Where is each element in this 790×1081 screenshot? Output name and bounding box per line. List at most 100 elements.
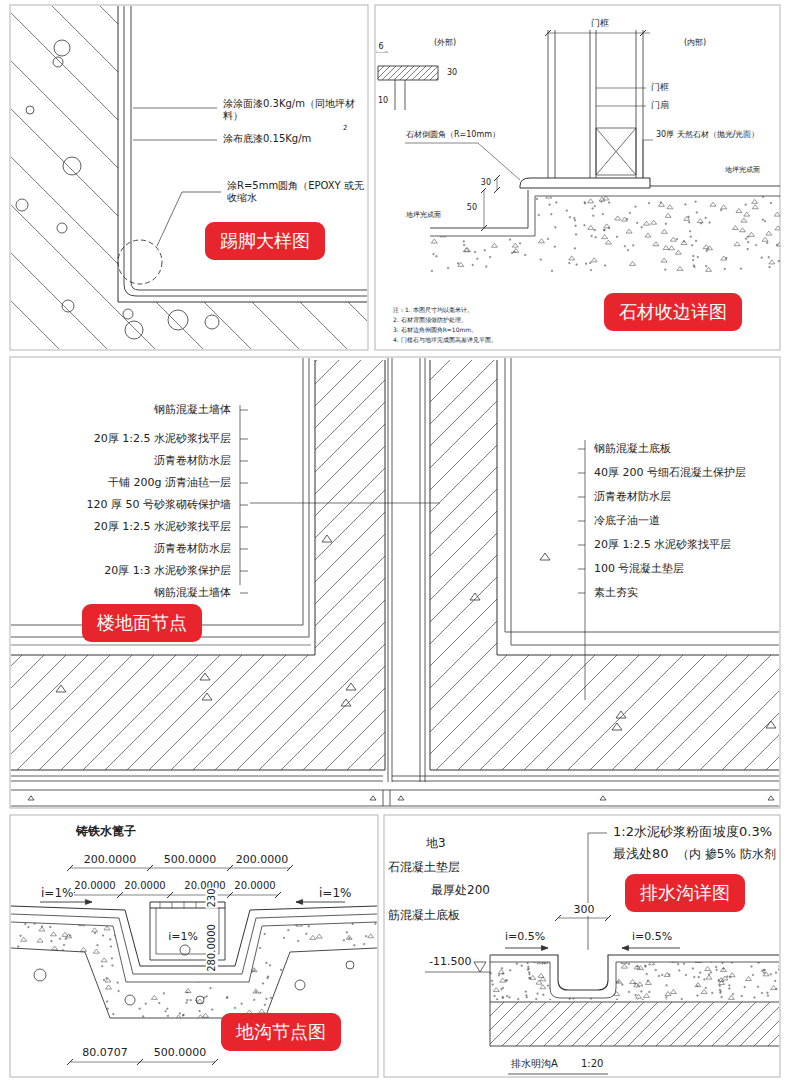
list-tick [240,549,248,550]
badge-text: 地沟节点图 [236,1021,326,1043]
cad-label: 注：1. 本图尺寸均以毫米计。 [392,306,474,313]
cad-label: 200.0000 [235,853,290,866]
floor-finish-line [430,190,528,228]
dimension-tick [545,30,551,36]
ditch-surface [490,955,779,990]
title-badge: 地沟节点图 [221,1013,341,1051]
aggregate-mark [322,535,332,542]
cad-label: 6 [377,42,384,52]
slope-arrow [296,902,345,903]
base-coat-line [124,6,367,296]
dimension-tick [167,892,173,898]
dimension-tick [640,30,646,36]
door-frame-line [555,30,556,178]
list-tick [240,593,248,594]
cad-label: 筋混凝土底板 [387,908,461,922]
concrete-dots [12,916,376,1020]
panel-frame [10,357,780,808]
cad-label: 钢筋混凝土墙体 [153,586,232,599]
dimension-tick [481,225,487,231]
title-badge: 石材收边详图 [604,293,742,331]
cad-label: 铸铁水篦子 [75,824,137,838]
aggregate-mark [766,721,776,728]
grating-slot [160,902,208,908]
cad-label: -11.500 [428,955,472,968]
concrete-hatch-group [0,358,781,770]
title-underline [508,1074,608,1075]
dimension-line [558,918,608,919]
cad-label: i=1% [167,930,199,943]
cad-label: 300 [573,903,596,916]
cad-label: 80.0707 [81,1046,129,1059]
aggregate-mark [616,711,626,718]
aggregate-mark [28,796,34,800]
list-tick [240,439,248,440]
cad-label: 20厚 1:3 水泥砂浆保护层 [103,564,232,577]
cad-label: 排水明沟A [510,1058,559,1070]
dimension-tick [67,1059,73,1065]
aggregate-mark [341,699,351,706]
cad-label: 地3 [425,836,447,850]
cad-label: 100 号混凝土垫层 [593,562,686,575]
detail-circle [118,240,162,284]
cad-label: 涂R=5mm圆角（EPOXY 或无收缩水 [226,180,366,204]
trench-layer [11,914,377,974]
drain-pipe [180,945,190,955]
wall-edge [118,6,367,302]
cad-label: 10 [377,96,389,106]
aggregate-mark [768,796,774,800]
cad-label: 石混凝土垫层 [387,860,461,874]
base-strip [11,790,779,806]
dimension-line [70,868,290,869]
leader-line [643,140,653,178]
aggregate-circle [54,40,70,56]
aggregate-circle [53,57,63,67]
aggregate-mark [398,796,404,800]
cad-label: 涂涂面漆0.3Kg/m（同地坪材料） [222,98,366,122]
aggregate-circle [62,300,74,312]
dimension-tick [605,915,611,921]
cad-label: 钢筋混凝土底板 [593,442,672,455]
leader-line [133,108,217,109]
dimension-line [484,190,485,228]
cad-label: 2 [342,124,348,132]
list-tick [578,521,585,522]
screed-dots [430,193,785,271]
cad-label: 3. 石材边角倒圆角R=10mm。 [392,326,478,333]
dimension-line [70,1062,215,1063]
badge-text: 排水沟详图 [640,882,730,904]
concrete-hatch-group [0,6,683,349]
cad-label: 钢筋混凝土墙体 [153,403,232,416]
cad-label: 2. 石材背面须做防护处理。 [392,316,468,323]
cad-label: (外部) [433,38,457,48]
cad-label: 40厚 200 号细石混凝土保护层 [593,466,747,479]
aggregate-mark [370,796,376,800]
cad-label: 地坪完成面 [405,211,442,219]
cad-label: 石材倒圆角（R=10mm） [405,130,501,140]
slab-hatch-group [446,1002,790,1046]
joint-line [420,358,421,782]
sill-hatch-group [364,66,450,80]
aggregate-mark [612,723,622,730]
dimension-line [72,895,278,896]
sill-outline [378,66,438,80]
aggregate-circle [26,106,34,114]
aggregate-circle [196,996,204,1004]
cad-label: 20.0000 [123,880,166,892]
cad-label: 涂布底漆0.15Kg/m [222,133,312,145]
aggregate-circle [125,321,143,339]
concrete-dots [490,956,781,1001]
screed-dots-group [430,193,785,271]
cad-label: 门扇 [650,100,670,111]
dimension-tick [117,892,123,898]
cad-label: i=0.5% [631,930,673,943]
cad-label: 50 [466,203,478,213]
trench-layer [11,906,377,966]
aggregate-circle [63,157,81,175]
cad-label: i=1% [318,886,352,900]
concrete-outline [11,948,377,1018]
layer-line [11,358,303,625]
cad-label: 500.0000 [153,1046,208,1059]
sill-hatch [364,66,450,80]
